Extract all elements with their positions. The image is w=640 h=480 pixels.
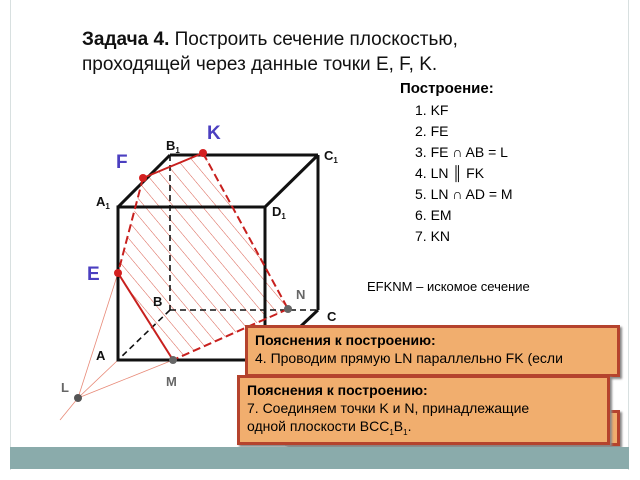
point-N [284, 305, 292, 313]
section-fill [118, 153, 288, 360]
label-B: B [153, 294, 162, 309]
step: 2. FE [415, 123, 449, 139]
result-text: EFKNM – искомое сечение [367, 279, 530, 294]
label-M: M [166, 374, 177, 389]
point-K [199, 149, 207, 157]
label-B1: B1 [166, 138, 180, 155]
note-panel-step4: Пояснения к построению:4. Проводим пряму… [245, 325, 620, 377]
step: 1. KF [415, 102, 449, 118]
construction-lines [59, 272, 174, 421]
cube-edges [116, 153, 320, 362]
label-L: L [61, 380, 69, 395]
step: 3. FE ∩ AB = L [415, 144, 508, 160]
construction-heading: Построение: [400, 80, 494, 97]
label-K: K [207, 123, 221, 144]
point-E [114, 269, 122, 277]
point-M [169, 356, 177, 364]
label-A1: A1 [96, 194, 110, 211]
points [74, 149, 292, 402]
construction-steps: 1. KF 2. FE 3. FE ∩ AB = L 4. LN ║ FK 5.… [415, 100, 513, 247]
label-C1: C1 [324, 148, 338, 165]
slide-frame [10, 0, 629, 470]
label-E: E [87, 264, 100, 285]
step: 6. EM [415, 207, 452, 223]
label-C: C [327, 309, 337, 324]
step: 5. LN ∩ AD = M [415, 186, 513, 202]
section-edges [117, 152, 289, 361]
step: 4. LN ║ FK [415, 165, 485, 181]
point-F [139, 174, 147, 182]
task-title: Задача 4. Построить сечение плоскостью,п… [82, 29, 458, 75]
step: 7. KN [415, 228, 451, 244]
label-A: A [96, 348, 106, 363]
label-D1: D1 [272, 204, 286, 221]
point-L [74, 394, 82, 402]
note-panel-step7: Пояснения к построению: 7. Соединяем точ… [237, 375, 610, 445]
label-F: F [116, 152, 128, 173]
label-N: N [296, 287, 305, 302]
footer-band [10, 447, 629, 469]
hidden-edges [117, 155, 318, 361]
